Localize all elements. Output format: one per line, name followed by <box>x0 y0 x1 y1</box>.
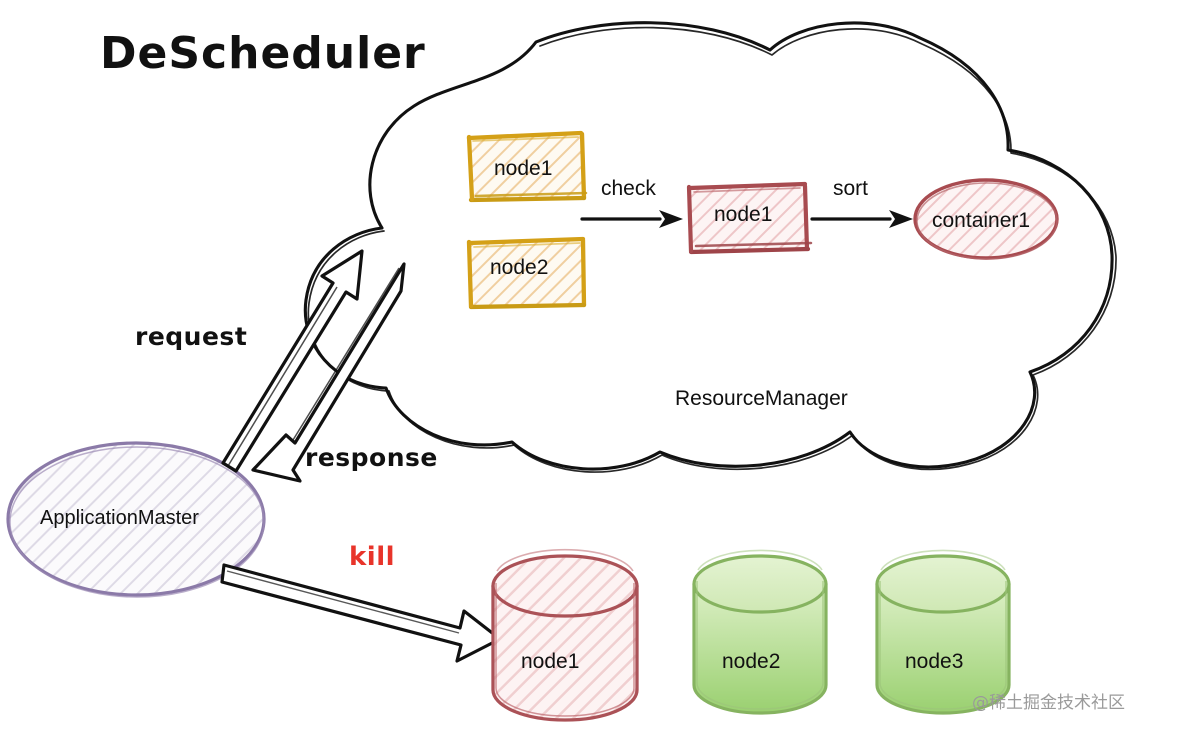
container1-ellipse <box>913 178 1059 260</box>
cylinder-node1 <box>491 548 639 722</box>
selected-node-box-node1 <box>686 181 813 255</box>
kill-arrow <box>220 563 502 663</box>
cylinder-node3 <box>875 549 1011 715</box>
request-arrow <box>221 249 364 473</box>
node-box-node2 <box>466 236 587 310</box>
sort-arrow <box>810 210 913 228</box>
cylinder-node2 <box>692 549 828 715</box>
application-master-ellipse <box>6 441 266 598</box>
check-arrow <box>580 210 683 228</box>
resource-manager-cloud <box>303 21 1117 473</box>
node-box-node1 <box>466 130 588 203</box>
response-arrow <box>251 262 406 483</box>
